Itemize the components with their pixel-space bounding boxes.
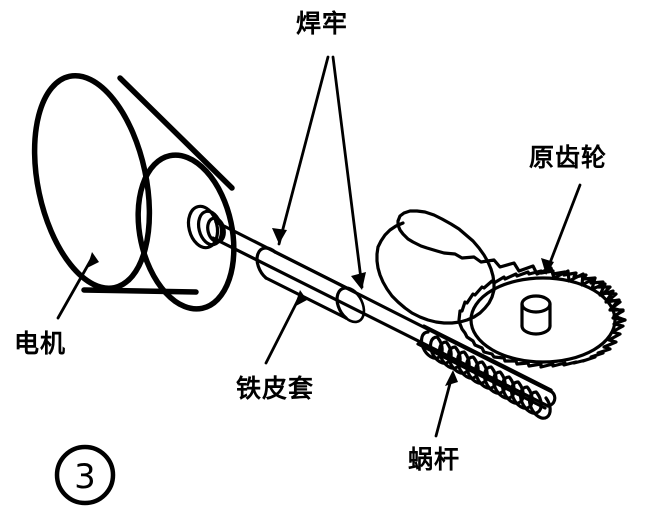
worm-thread xyxy=(500,375,525,405)
figure-number: 3 xyxy=(54,444,116,506)
motor-bottom-edge xyxy=(81,287,199,295)
gear-leader-line xyxy=(546,183,582,270)
motor-leader xyxy=(56,252,99,320)
sleeve-right-end xyxy=(335,286,357,320)
worm-thread xyxy=(473,360,498,390)
sleeve-arrowhead xyxy=(294,290,307,307)
metal-sleeve xyxy=(255,246,366,324)
worm-leader-line xyxy=(434,374,454,438)
motor-back-cap xyxy=(31,73,153,291)
sleeve-left-end xyxy=(255,246,277,280)
worm-thread xyxy=(509,380,534,410)
weld-leader-right xyxy=(331,55,364,289)
gear-tooth-set xyxy=(457,269,627,369)
gear-hub xyxy=(520,294,552,336)
figure-number-value: 3 xyxy=(74,457,96,497)
worm-thread xyxy=(491,370,516,400)
worm-leader xyxy=(434,370,458,438)
worm-thread xyxy=(419,330,444,360)
gear-pitch-circle xyxy=(469,276,617,364)
label-sleeve: 铁皮套 xyxy=(236,374,314,403)
gear-teeth-outline xyxy=(457,269,627,369)
worm-thread xyxy=(437,340,462,370)
figure-number-circle xyxy=(54,444,116,506)
motor-front-face xyxy=(135,152,237,312)
weld-leader-left xyxy=(277,55,330,246)
worm-thread xyxy=(482,365,507,395)
motor-top-edge xyxy=(117,75,235,191)
label-motor: 电机 xyxy=(14,329,66,358)
worm-thread xyxy=(464,355,489,385)
worm-thread xyxy=(446,345,471,375)
motor-leader-line xyxy=(56,256,94,320)
gear-leader xyxy=(541,183,582,275)
worm-thread xyxy=(527,390,552,420)
worm-thread xyxy=(428,335,453,365)
label-gear: 原齿轮 xyxy=(529,143,607,172)
gear-hub-bottom xyxy=(520,324,552,336)
gear-arrowhead xyxy=(541,258,554,275)
sleeve-leader-line xyxy=(264,294,302,365)
sleeve-leader xyxy=(264,290,307,365)
worm-thread xyxy=(518,385,543,415)
worm-thread xyxy=(455,350,480,380)
sleeve-top-edge xyxy=(273,250,357,294)
driven-gear xyxy=(375,209,627,369)
weld-arrowhead-left xyxy=(272,228,287,244)
motor-body xyxy=(31,73,237,312)
worm-arrowhead xyxy=(445,370,458,386)
label-worm: 蜗杆 xyxy=(408,445,460,474)
weld-arrowhead-right xyxy=(351,272,366,290)
sleeve-bottom-edge xyxy=(264,276,348,320)
worm-crest-upper xyxy=(422,324,553,392)
sleeve-right-end-back xyxy=(344,290,366,324)
weld-leaders xyxy=(272,55,366,290)
worm-screw xyxy=(416,324,553,420)
motor-arrowhead xyxy=(87,252,99,268)
worm-crest-lower xyxy=(416,342,547,410)
gear-disc xyxy=(457,269,627,369)
label-weld: 焊牢 xyxy=(296,9,348,38)
worm-threads xyxy=(419,330,552,420)
